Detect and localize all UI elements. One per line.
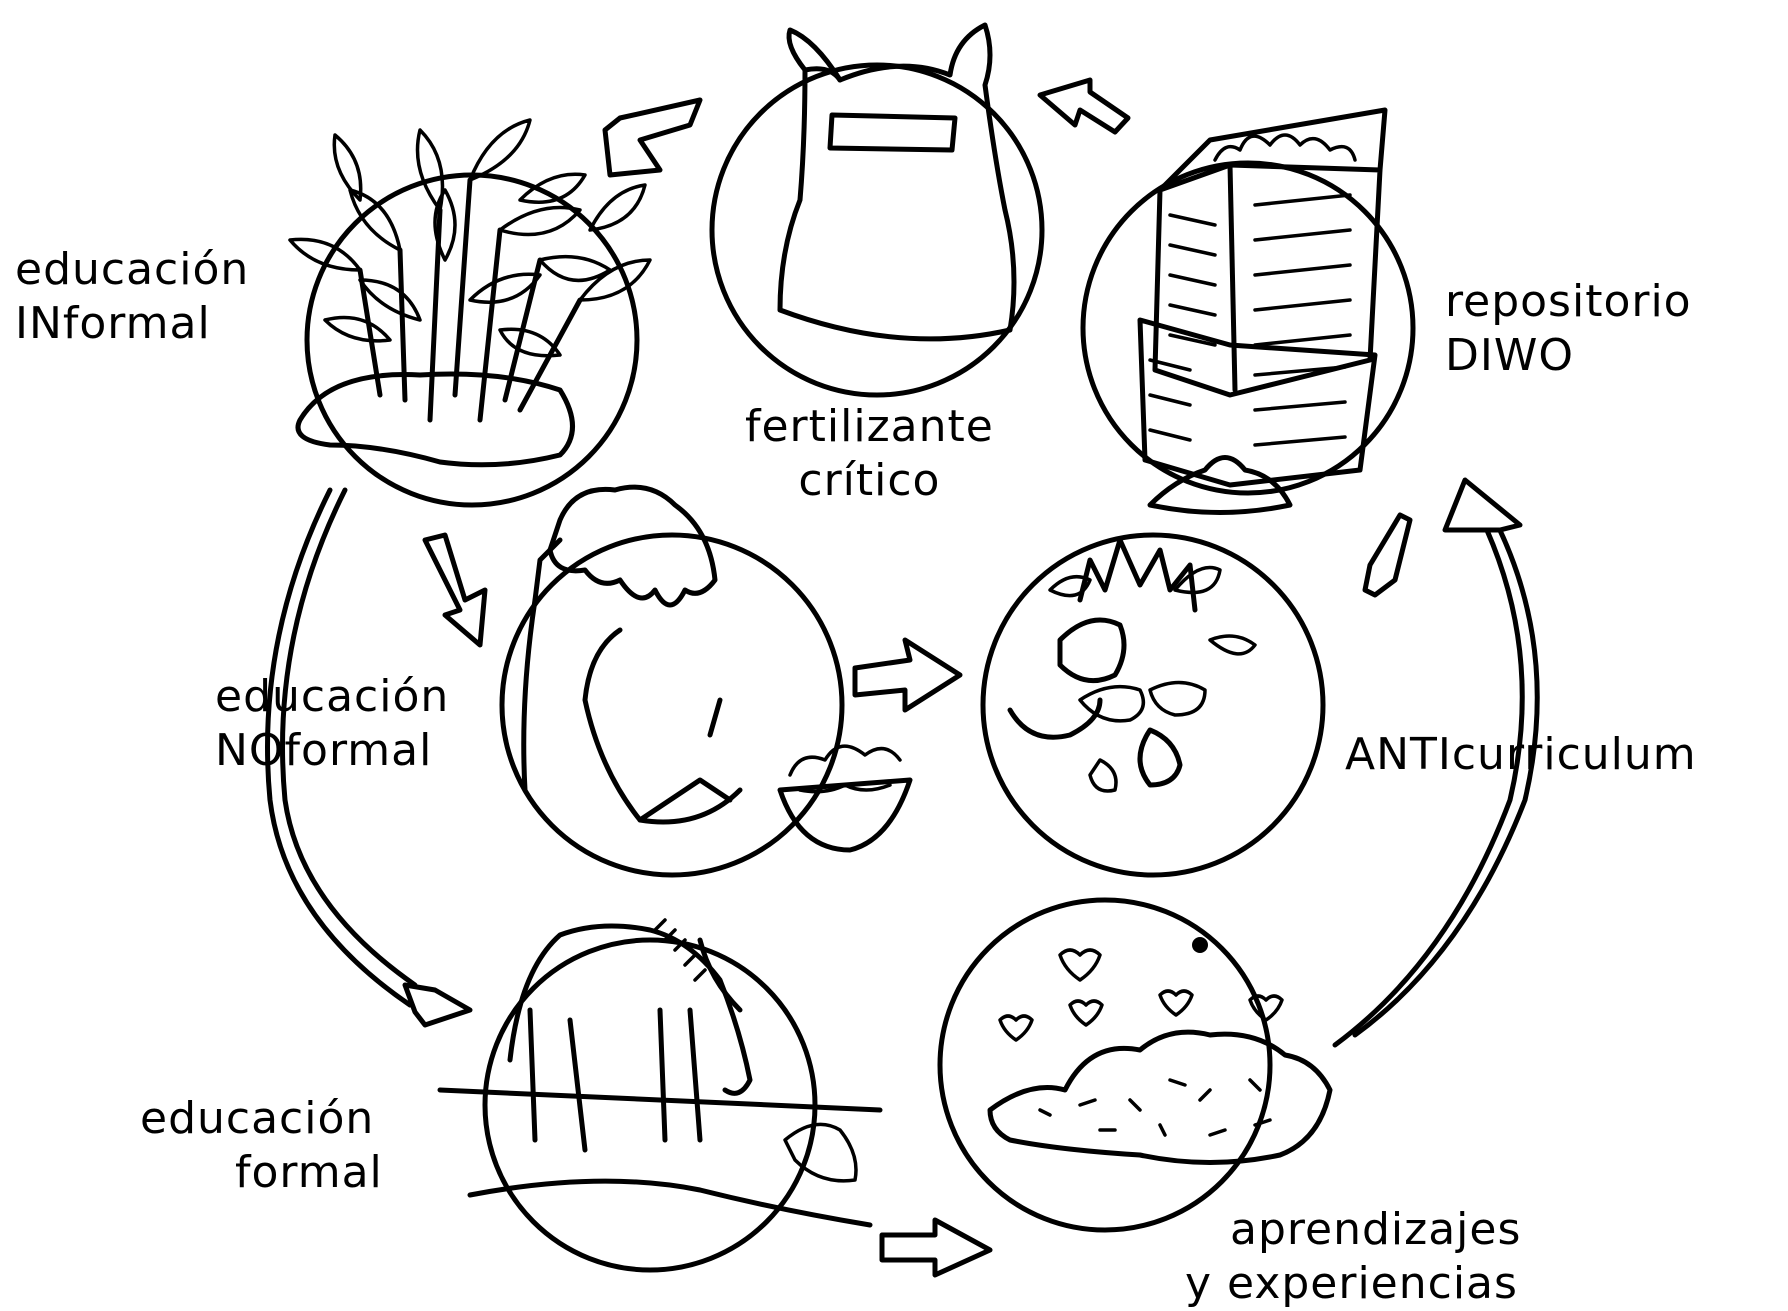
label-repository-line2: DIWO bbox=[1445, 329, 1692, 383]
plants-icon bbox=[290, 100, 700, 465]
label-learning: aprendizajes y experiencias bbox=[1185, 1203, 1521, 1311]
arrow-repository-to-fertilizer bbox=[1040, 80, 1128, 132]
arrow-anticurriculum-to-repository bbox=[1365, 515, 1410, 595]
label-informal-line1: educación bbox=[15, 243, 249, 297]
learning-circle bbox=[940, 900, 1270, 1230]
label-fertilizer-line1: fertilizante bbox=[745, 400, 994, 454]
vegetable-scraps-icon bbox=[1010, 540, 1255, 791]
label-nonformal-line1: educación bbox=[215, 670, 449, 724]
label-formal-line2: formal bbox=[140, 1146, 383, 1200]
label-informal-line2: INformal bbox=[15, 297, 249, 351]
fertilizer-sack-icon bbox=[780, 25, 1014, 339]
anticurriculum-circle bbox=[983, 535, 1323, 875]
label-learning-line2: y experiencias bbox=[1185, 1257, 1521, 1311]
label-repository-line1: repositorio bbox=[1445, 275, 1692, 329]
label-repository: repositorio DIWO bbox=[1445, 275, 1692, 383]
label-anticurriculum-text: ANTIcurriculum bbox=[1345, 728, 1697, 782]
compost-bin-icon bbox=[1140, 110, 1385, 513]
label-formal: educación formal bbox=[140, 1092, 383, 1200]
arrow-informal-to-nonformal bbox=[425, 535, 485, 645]
label-nonformal: educación NOformal bbox=[215, 670, 449, 778]
label-informal: educación INformal bbox=[15, 243, 249, 351]
arrow-formal-to-learning bbox=[882, 1220, 990, 1275]
label-anticurriculum: ANTIcurriculum bbox=[1345, 728, 1697, 782]
label-fertilizer: fertilizante crítico bbox=[745, 400, 994, 508]
arrow-fertilizer-to-informal bbox=[605, 100, 700, 175]
arrow-nonformal-to-anticurriculum bbox=[855, 640, 960, 710]
label-formal-line1: educación bbox=[140, 1092, 383, 1146]
compost-pile-icon bbox=[990, 937, 1330, 1163]
label-nonformal-line2: NOformal bbox=[215, 724, 449, 778]
label-learning-line1: aprendizajes bbox=[1185, 1203, 1521, 1257]
label-fertilizer-line2: crítico bbox=[745, 454, 994, 508]
